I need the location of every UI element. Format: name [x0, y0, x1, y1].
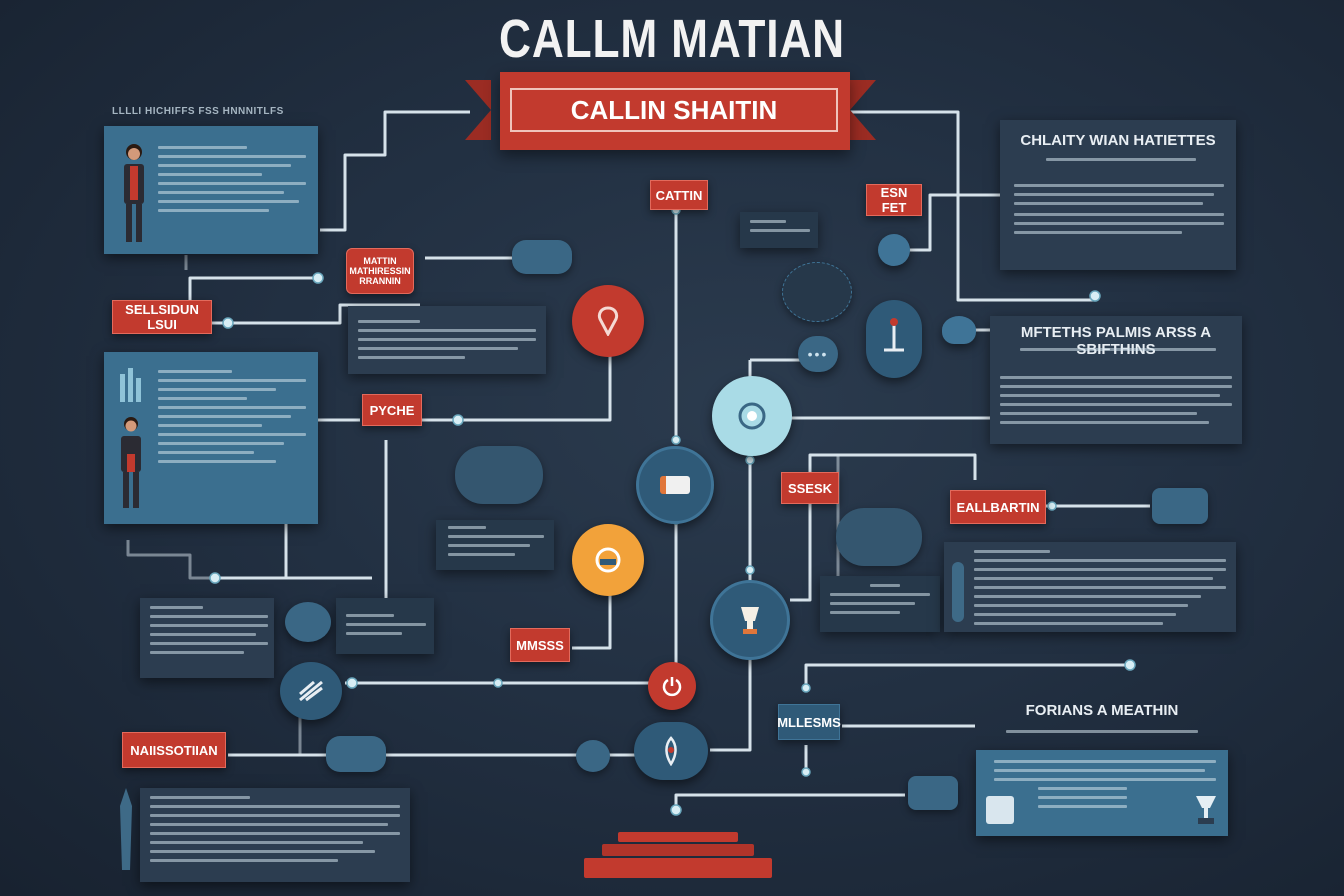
- info-card-lower-left: [140, 598, 274, 678]
- pill-bottom-center: [576, 740, 610, 772]
- tag-mmaisse: MMSSS: [510, 628, 570, 662]
- trophy-node-navy: [710, 580, 790, 660]
- eye-icon: [738, 402, 766, 430]
- info-panel-right-middle: MFTETHS PALMIS ARSS A SBIFTHINS: [990, 316, 1242, 444]
- banner-ribbon-left: [465, 80, 491, 140]
- info-panel-right-bottom-heading: FORIANS A MEATHIN: [976, 702, 1228, 748]
- banner-ribbon-right: [850, 80, 876, 140]
- person-icon: [116, 142, 152, 246]
- title-banner: CALLIN SHAITIN: [500, 72, 850, 150]
- info-card-lower-mid: [336, 598, 434, 654]
- tag-ssesk: SSESK: [781, 472, 839, 504]
- pill-bottom-right: [908, 776, 958, 810]
- printer-icon: [986, 796, 1014, 824]
- small-node-top-right: [878, 234, 910, 266]
- orange-node: [572, 524, 644, 596]
- target-node-red: [572, 285, 644, 357]
- info-card-right-small: [820, 576, 940, 632]
- trophy-icon: [1194, 794, 1218, 826]
- panel-heading: MFTETHS PALMIS ARSS A SBIFTHINS: [1020, 324, 1212, 358]
- lamp-node: [942, 316, 976, 344]
- location-pin-icon: [597, 306, 619, 336]
- tag-mllesms: MLLESMS: [777, 704, 841, 740]
- tag-naiseotiian: NAIISSOTIIAN: [122, 732, 226, 768]
- podium: [578, 830, 778, 880]
- banner-label: CALLIN SHAITIN: [510, 88, 838, 132]
- panel-heading: CHLAITY WIAN HATIETTES: [1020, 132, 1216, 149]
- pill-bottom-left: [326, 736, 386, 772]
- eye-node-light: [712, 376, 792, 456]
- info-card-center-left: [348, 306, 546, 374]
- info-card-center: [436, 520, 554, 570]
- chat-node: •••: [798, 336, 838, 372]
- rocket-icon: [665, 736, 677, 766]
- tag-eallbarin: EALLBARTIN: [950, 490, 1046, 524]
- profile-card-top: [104, 126, 318, 254]
- pill-speech-right: [836, 508, 922, 566]
- tag-pyche: PYCHE: [362, 394, 422, 426]
- tag-sellasian: SELLSIDUN LSUI: [112, 300, 212, 334]
- left-header: LLLLI HICHIFFS FSS HNNNITLFS: [112, 106, 284, 117]
- anchor-icon: [884, 318, 904, 352]
- bubble-node: [285, 602, 331, 642]
- chart-icon: [118, 364, 148, 404]
- trophy-icon: [741, 607, 759, 634]
- person-icon: [116, 414, 146, 514]
- info-panel-right-bottom: [976, 750, 1228, 836]
- profile-card-middle: [104, 352, 318, 524]
- info-card-top-center: [740, 212, 818, 248]
- rocket-node: [634, 722, 708, 780]
- ticket-icon: [660, 476, 690, 494]
- info-panel-right-top: CHLAITY WIAN HATIETTES: [1000, 120, 1236, 270]
- tag-cattin: CATTIN: [650, 180, 708, 210]
- pencil-icon: [952, 562, 964, 622]
- main-title: CALLM MATIAN: [499, 9, 845, 69]
- anchor-node: [866, 300, 922, 378]
- tag-node-navy: [636, 446, 714, 524]
- pill-mid-circle: [782, 262, 852, 322]
- tag-matin: MATTIN MATHIRESSIN RRANNIN: [346, 248, 414, 294]
- ear-node: [280, 662, 342, 720]
- info-panel-right-lower: [944, 542, 1236, 632]
- ear-icon: [299, 680, 323, 702]
- info-card-bottom-left: [140, 788, 410, 882]
- power-icon: [662, 677, 682, 697]
- pill-speech-left: [455, 446, 543, 504]
- tag-esnfet: ESN FET: [866, 184, 922, 216]
- pen-icon: [116, 786, 136, 876]
- pill-right: [1152, 488, 1208, 524]
- power-node-red: [648, 662, 696, 710]
- panel-heading: FORIANS A MEATHIN: [1025, 702, 1179, 719]
- pill-top: [512, 240, 572, 274]
- helmet-icon: [595, 547, 621, 573]
